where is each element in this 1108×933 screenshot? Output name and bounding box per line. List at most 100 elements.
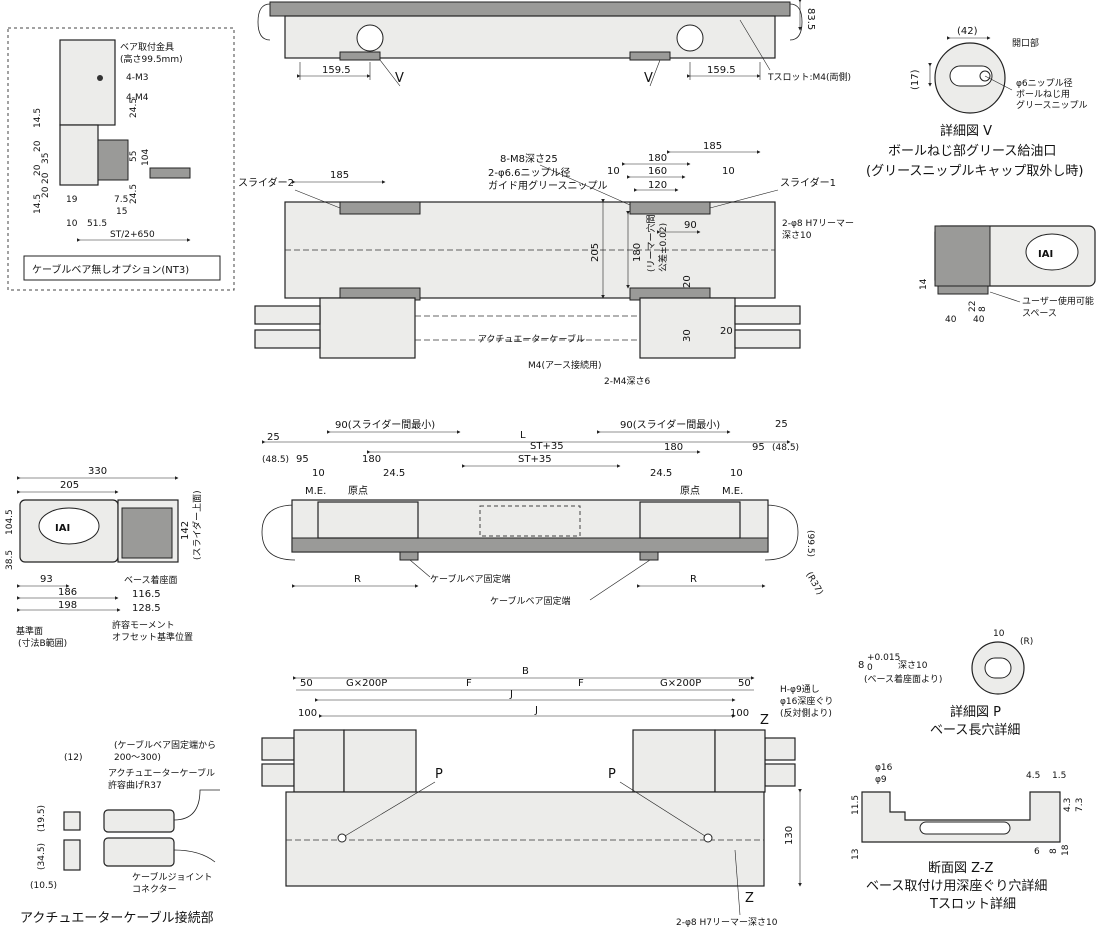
nt3-dim-1: 20 — [33, 140, 43, 152]
dv-label-nipple-1: φ6ニップル径 — [1016, 77, 1073, 89]
dv-label-nipple-2: ボールねじ用 — [1016, 89, 1070, 100]
top-dim-1: 159.5 — [322, 65, 351, 76]
nt3-label-bracket: ベア取付金具 — [120, 41, 174, 53]
left-end-view: IAI 330 205 104.5 38.5 142 (スライダー上面) 93 … — [5, 466, 203, 649]
lev-offset: オフセット基準位置 — [112, 631, 193, 643]
nt3-dim-5: 24.5 — [129, 98, 139, 118]
dp-tol-8: 8 — [858, 660, 864, 671]
sz-caption-2: ベース取付け用深座ぐり穴詳細 — [866, 878, 1047, 894]
sz-phi16: φ16 — [875, 763, 893, 773]
rv-logo: IAI — [1038, 249, 1053, 260]
fv-90-left: 90(スライダー間最小) — [335, 418, 435, 431]
mv-dim-10a: 10 — [607, 166, 620, 177]
fv-r37: (R37) — [803, 571, 824, 597]
top-dim-3: 83.5 — [805, 8, 816, 30]
top-view: 159.5 159.5 83.5 V V Tスロット:M4(両側) — [257, 0, 851, 87]
fv-cable-fix-2: ケーブルベア固定端 — [490, 595, 570, 607]
mv-m4: 2-M4深さ6 — [604, 376, 650, 387]
fv-st35b: ST+35 — [518, 454, 552, 465]
lev-198: 198 — [58, 600, 77, 611]
rv-dim-40a: 40 — [945, 315, 957, 325]
mv-dim-120: 120 — [648, 180, 667, 191]
lev-186: 186 — [58, 587, 77, 598]
cc-12: (12) — [64, 753, 82, 763]
fv-R-right: R — [690, 574, 697, 585]
sz-phi9: φ9 — [875, 775, 887, 785]
cc-label-4: ケーブルジョイント — [132, 871, 212, 883]
bv-Ja: J — [509, 689, 513, 700]
rv-dim-22: 22 — [968, 301, 978, 312]
mv-slider1: スライダー1 — [780, 176, 836, 189]
cc-345: (34.5) — [37, 843, 47, 870]
rv-dim-14: 14 — [919, 278, 929, 290]
sz-45: 4.5 — [1026, 771, 1040, 781]
bv-holes-3: (反対側より) — [780, 707, 832, 719]
lev-385: 38.5 — [5, 550, 15, 570]
mv-tol-2: 公差±0.02) — [657, 223, 669, 272]
sz-8: 8 — [1049, 848, 1059, 854]
nt3-dim-15: ST/2+650 — [110, 230, 155, 240]
mv-dim-20b: 20 — [720, 326, 733, 337]
nt3-dim-13: 51.5 — [87, 219, 107, 229]
bv-Fb: F — [578, 678, 584, 689]
nt3-dim-11: 7.5 — [114, 195, 128, 205]
rv-label-1: ユーザー使用可能 — [1022, 295, 1094, 307]
mv-dim-180: 180 — [648, 153, 667, 164]
cc-label-5: コネクター — [132, 884, 177, 895]
nt3-option-box: ベア取付金具 (高さ99.5mm) 4-M3 4-M4 14.5 20 35 2… — [7, 27, 235, 291]
mv-nipple-2: ガイド用グリースニップル — [488, 179, 608, 192]
cc-195: (19.5) — [37, 805, 47, 832]
nt3-label-m3: 4-M3 — [126, 73, 148, 83]
lev-ref-range: (寸法B範囲) — [18, 637, 67, 649]
fv-me-left: M.E. — [305, 486, 326, 497]
mv-dim-205: 205 — [590, 243, 601, 262]
cc-label-0: (ケーブルベア固定端から — [114, 739, 216, 751]
fv-95r: 95 — [752, 442, 765, 453]
lev-moment: 許容モーメント — [112, 619, 175, 631]
top-dim-2: 159.5 — [707, 65, 736, 76]
sz-43: 4.3 — [1063, 798, 1073, 812]
lev-1285: 128.5 — [132, 603, 161, 614]
fv-180l: 180 — [362, 454, 381, 465]
bv-Z1: Z — [760, 713, 769, 728]
dv-dim-42: (42) — [957, 26, 978, 37]
cc-105: (10.5) — [30, 881, 57, 891]
fv-95l: 95 — [296, 454, 309, 465]
mv-dim-185a: 185 — [330, 170, 349, 181]
bv-Z2: Z — [745, 891, 754, 906]
mv-dim-90: 90 — [684, 220, 697, 231]
sz-caption-1: 断面図 Z-Z — [928, 861, 994, 876]
nt3-dim-0: 14.5 — [33, 108, 43, 128]
bv-holes-2: φ16深座ぐり — [780, 695, 833, 707]
middle-view: スライダー2 スライダー1 185 185 180 10 160 10 120 … — [238, 141, 854, 387]
fv-485r: (48.5) — [772, 443, 799, 453]
sz-15: 1.5 — [1052, 771, 1066, 781]
dv-caption-1: 詳細図 V — [940, 123, 992, 139]
cc-label-3: 許容曲げR37 — [108, 779, 162, 791]
mv-slider2: スライダー2 — [238, 176, 294, 189]
label-v2: V — [644, 71, 653, 86]
bv-50a: 50 — [300, 678, 313, 689]
bv-Jb: J — [534, 705, 538, 716]
rv-dim-40b: 40 — [973, 315, 985, 325]
nt3-caption: ケーブルベア無しオプション(NT3) — [32, 263, 189, 276]
dp-caption-1: 詳細図 P — [950, 704, 1001, 720]
bv-P1: P — [435, 767, 443, 782]
cc-label-2: アクチュエーターケーブル — [108, 767, 215, 779]
dp-tol-plus: +0.015 — [867, 653, 900, 663]
cc-caption: アクチュエーターケーブル接続部 — [20, 910, 214, 926]
lev-142: 142 — [180, 521, 191, 540]
sz-13: 13 — [851, 849, 861, 860]
mv-tol-1: (リーマー穴間 — [645, 214, 657, 272]
nt3-dim-8: 14.5 — [33, 194, 43, 214]
lev-1165: 116.5 — [132, 589, 161, 600]
mv-dim-30: 30 — [682, 329, 693, 342]
dp-tol-zero: 0 — [867, 663, 873, 673]
mv-reamer-1: 2-φ8 H7リーマー — [782, 219, 854, 229]
fv-90-right: 90(スライダー間最小) — [620, 418, 720, 431]
cable-connection: (12) (19.5) (34.5) (10.5) (ケーブルベア固定端から 2… — [20, 739, 220, 926]
mv-dim-185b: 185 — [703, 141, 722, 152]
bv-Fa: F — [466, 678, 472, 689]
fv-245r: 24.5 — [650, 468, 672, 479]
